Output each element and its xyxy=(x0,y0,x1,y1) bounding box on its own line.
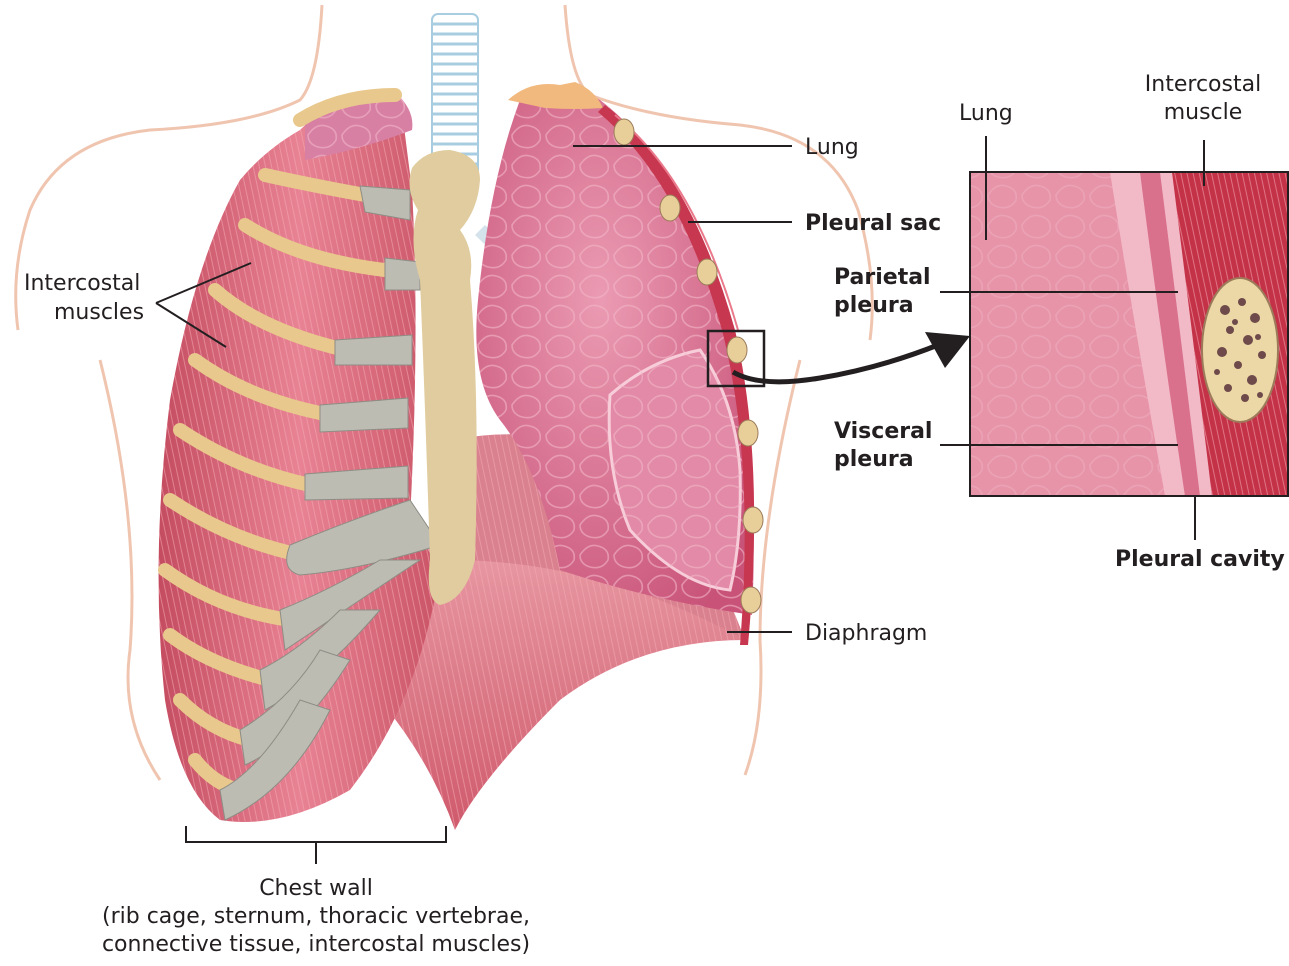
sternum xyxy=(409,150,480,605)
leader-lines xyxy=(155,145,792,864)
rib-cage xyxy=(158,88,441,822)
label-chest-wall-line3: connective tissue, intercostal muscles) xyxy=(101,932,531,957)
label-pleural-sac: Pleural sac xyxy=(805,211,942,236)
chest-wall-strip xyxy=(598,105,764,645)
label-intercostal-muscles-line1: Intercostal xyxy=(24,271,141,296)
inset-label-intercostal-line2: muscle xyxy=(1163,100,1243,125)
inset-label-pleural-cavity: Pleural cavity xyxy=(1115,547,1285,572)
label-lung: Lung xyxy=(805,135,859,160)
label-diaphragm: Diaphragm xyxy=(805,621,928,646)
inset-label-visceral-line2: pleura xyxy=(834,447,914,472)
inset-leader-lines xyxy=(940,136,1205,540)
inset-view xyxy=(969,171,1289,497)
label-chest-wall-title: Chest wall xyxy=(259,876,373,901)
inset-label-lung: Lung xyxy=(959,101,1013,126)
zoom-indicator xyxy=(706,329,970,388)
inset-label-parietal-line1: Parietal xyxy=(834,265,931,290)
label-chest-wall-line2: (rib cage, sternum, thoracic vertebrae, xyxy=(102,904,530,929)
label-intercostal-muscles-line2: muscles xyxy=(54,300,145,325)
inset-label-intercostal-line1: Intercostal xyxy=(1144,72,1262,97)
inset-label-parietal-line2: pleura xyxy=(834,293,914,318)
inset-label-visceral-line1: Visceral xyxy=(834,419,933,444)
